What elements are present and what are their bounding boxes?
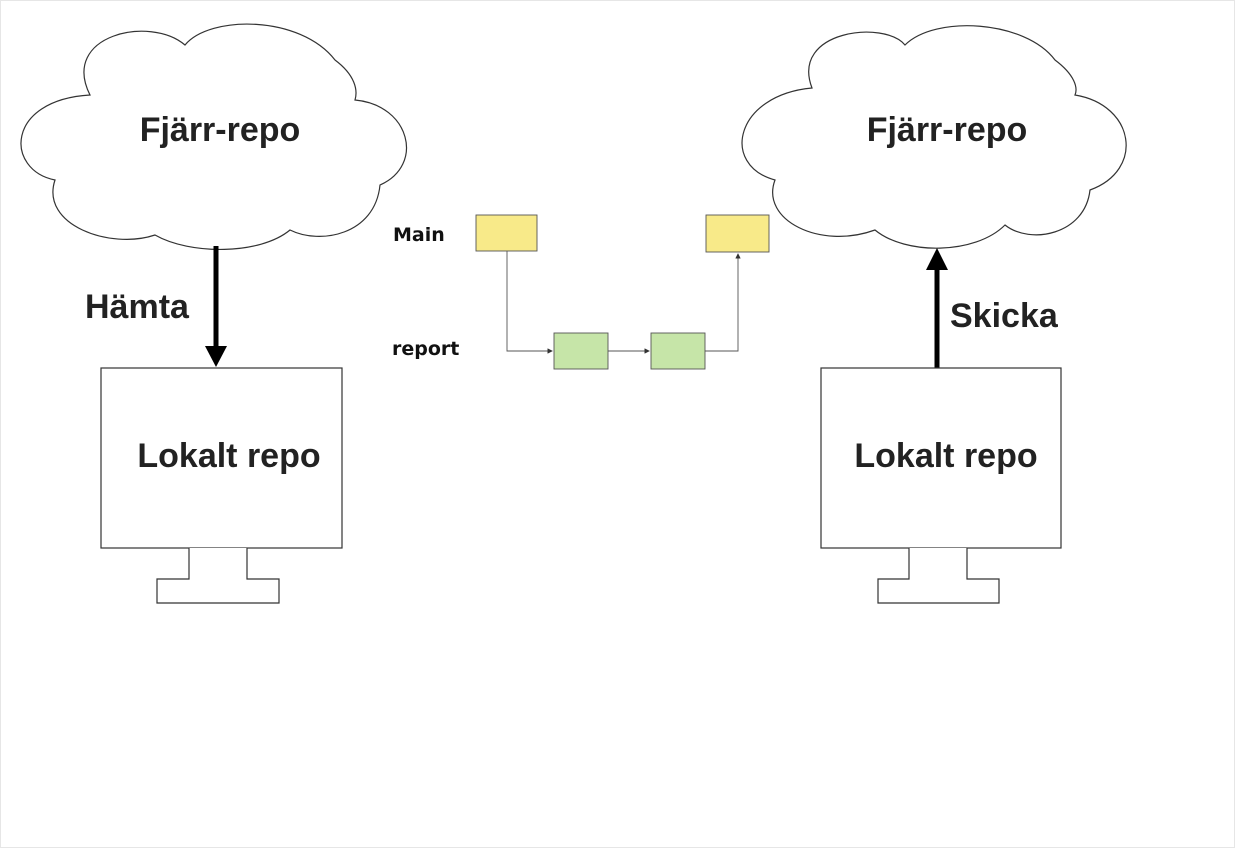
left-monitor xyxy=(100,367,343,549)
left-cloud-shape xyxy=(20,23,408,251)
branch-diagram: Main report xyxy=(392,214,770,370)
report-branch-label: report xyxy=(392,338,459,360)
report-commit-1 xyxy=(553,332,609,370)
main-commit-2 xyxy=(705,214,770,253)
fetch-arrow xyxy=(205,246,227,367)
push-label: Skicka xyxy=(950,297,1059,335)
right-monitor-stand xyxy=(877,548,1000,604)
right-monitor xyxy=(820,367,1062,549)
push-arrow-head xyxy=(926,248,948,270)
push-arrow xyxy=(926,248,948,368)
fetch-label: Hämta xyxy=(85,288,190,326)
left-monitor-stand xyxy=(156,548,280,604)
right-cloud-shape xyxy=(741,25,1127,249)
right-cloud-label: Fjärr-repo xyxy=(867,111,1028,149)
right-local-computer: Lokalt repo xyxy=(820,367,1062,604)
main-commit-1 xyxy=(475,214,538,252)
branch-out-connector xyxy=(506,251,553,354)
left-local-computer: Lokalt repo xyxy=(100,367,343,604)
merge-connector xyxy=(705,253,741,352)
right-remote-cloud: Fjärr-repo xyxy=(741,25,1127,249)
left-remote-cloud: Fjärr-repo xyxy=(20,23,408,251)
right-computer-label: Lokalt repo xyxy=(854,437,1037,475)
main-branch-label: Main xyxy=(393,224,445,246)
left-cloud-label: Fjärr-repo xyxy=(140,111,301,149)
report-commit-2 xyxy=(650,332,706,370)
left-computer-label: Lokalt repo xyxy=(137,437,320,475)
fetch-arrow-head xyxy=(205,346,227,367)
